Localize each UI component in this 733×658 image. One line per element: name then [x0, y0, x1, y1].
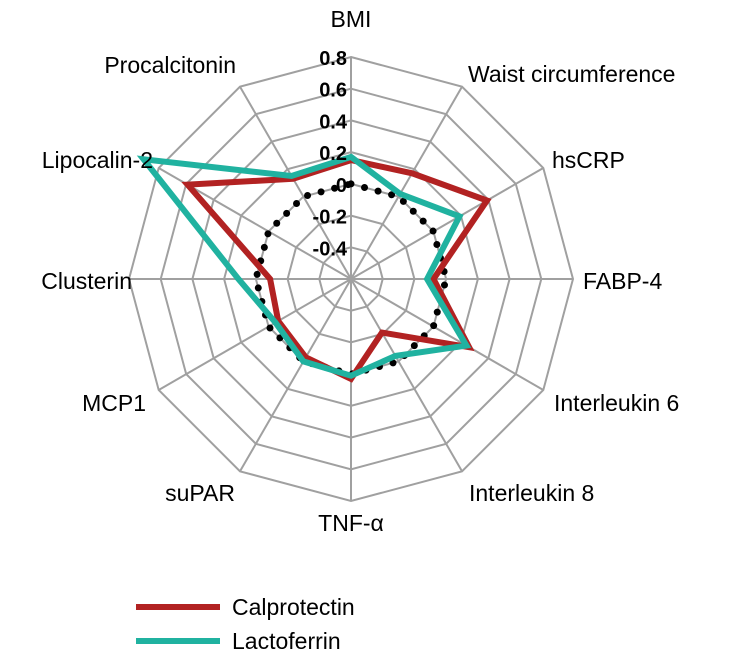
tick-label: 0.4 — [319, 111, 348, 133]
legend-label-calprotectin: Calprotectin — [232, 593, 355, 620]
legend-swatch-lactoferrin — [136, 638, 220, 644]
grid-spoke — [158, 278, 352, 391]
axis-label: Procalcitonin — [104, 52, 236, 78]
tick-label: 0.8 — [319, 48, 347, 70]
axis-label: Clusterin — [41, 268, 132, 294]
axis-label: Waist circumference — [468, 61, 675, 87]
grid-spoke — [350, 278, 544, 391]
axis-label: Interleukin 6 — [554, 390, 679, 416]
axis-label: hsCRP — [552, 147, 625, 173]
axis-labels: BMI Waist circumference hsCRP FABP-4Interle… — [41, 6, 679, 536]
tick-label: 0.6 — [319, 80, 347, 102]
tick-label: 0.2 — [319, 143, 347, 165]
series-line-lactoferrin — [136, 153, 472, 379]
legend-label-lactoferrin: Lactoferrin — [232, 627, 341, 654]
axis-label: suPAR — [165, 480, 235, 506]
series-layer — [136, 153, 492, 383]
legend-item-calprotectin: Calprotectin — [136, 590, 355, 624]
tick-label: -0.2 — [313, 207, 347, 229]
legend-swatch-calprotectin — [136, 604, 220, 610]
tick-label: -0.4 — [313, 238, 348, 260]
axis-label: Lipocalin-2 — [42, 147, 153, 173]
tick-label: 0 — [336, 175, 347, 197]
axis-label: Interleukin 8 — [469, 480, 594, 506]
legend-item-lactoferrin: Lactoferrin — [136, 624, 355, 658]
legend: Calprotectin Lactoferrin — [136, 590, 355, 658]
grid-spoke — [239, 86, 352, 280]
axis-label: TNF-α — [318, 510, 384, 536]
grid-spoke — [350, 278, 463, 472]
grid-spoke — [239, 278, 352, 472]
axis-label: MCP1 — [82, 390, 146, 416]
tick-labels: 0.8 0.6 0.4 0.2 0 -0.2 -0.4 — [313, 48, 348, 260]
axis-label: FABP-4 — [583, 268, 662, 294]
grid-spoke — [350, 86, 463, 280]
radar-spokes — [129, 57, 573, 501]
grid-spoke — [350, 167, 544, 280]
series-line-calprotectin — [181, 156, 492, 383]
axis-label: BMI — [331, 6, 372, 32]
